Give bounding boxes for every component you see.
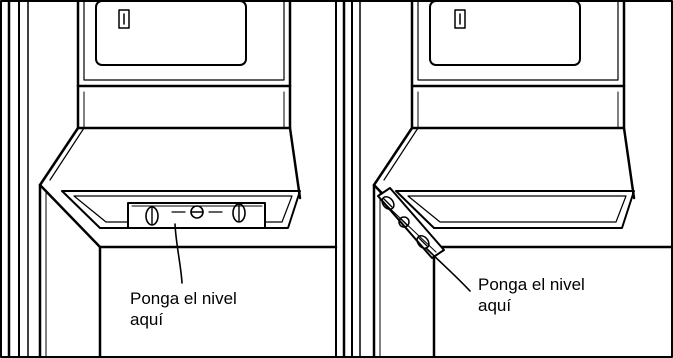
upper-dryer-left [76,0,292,88]
callout-label-right: Ponga el nivel aquí [478,275,585,315]
callout-right-line2: aquí [478,296,511,315]
door-latch-icon [118,9,130,29]
left-panel [7,0,338,358]
callout-leader-left [174,223,183,284]
callout-label-left: Ponga el nivel aquí [130,289,237,329]
callout-right-line1: Ponga el nivel [478,275,585,294]
upper-dryer-right [410,0,626,88]
washer-top-right [372,183,673,358]
level-tool-left [127,202,266,229]
washer-top-left [38,183,338,358]
callout-leader-right [425,247,471,292]
callout-left-line1: Ponga el nivel [130,289,237,308]
door-latch-icon [454,9,466,29]
callout-left-line2: aquí [130,310,163,329]
right-panel [342,0,673,358]
level-tool-right [377,187,445,259]
